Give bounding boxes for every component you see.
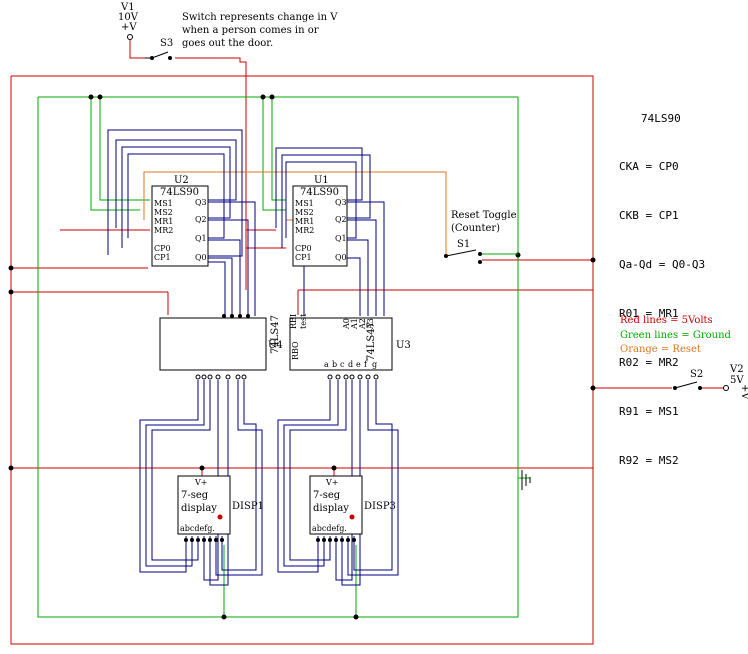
u3-pin-a0: A0 xyxy=(342,318,351,330)
pin-map-title: 74LS90 xyxy=(641,111,681,125)
power-wires xyxy=(10,40,724,645)
u3-pin-d: d xyxy=(348,360,353,369)
pin-map-row: CKB = CP1 xyxy=(619,209,679,223)
switch-note: Switch represents change in V when a per… xyxy=(182,12,338,49)
u2-pin-ms2: MS2 xyxy=(154,208,173,217)
u2-pin-q3: Q3 xyxy=(195,198,207,207)
s3-switch[interactable]: S3 xyxy=(145,38,173,60)
u2-pin-ms1: MS1 xyxy=(154,199,173,208)
u3-pin-rbi: RBI xyxy=(289,314,298,329)
signal-wires xyxy=(107,129,399,586)
s1-reset-switch[interactable]: S1 Reset Toggle (Counter) xyxy=(444,210,518,264)
u3-pin-a1: A1 xyxy=(350,318,359,330)
u3-part: 74LS47 xyxy=(366,322,377,361)
disp1-display: V+ 7-seg display abcdefg. DISP1 xyxy=(177,475,264,535)
disp1-segments: abcdefg. xyxy=(180,524,215,533)
u3-ref: U3 xyxy=(396,340,411,351)
v2-source: V2 5V +V xyxy=(723,364,748,400)
pin-map: 74LS90 CKA = CP0 CKB = CP1 Qa-Qd = Q0-Q3… xyxy=(619,78,705,485)
disp1-ref: DISP1 xyxy=(232,501,264,512)
legend-power: Red lines = 5Volts xyxy=(620,315,713,326)
disp3-label1: 7-seg xyxy=(313,490,341,501)
u2-pin-q2: Q2 xyxy=(195,215,207,224)
disp3-vplus: V+ xyxy=(325,478,338,487)
pin-map-row: R01 = MR1 xyxy=(619,307,679,321)
reset-toggle-label: Reset Toggle xyxy=(451,210,517,221)
u1-pin-q3: Q3 xyxy=(335,198,347,207)
u1-part: 74LS90 xyxy=(300,187,339,198)
v2-sign: +V xyxy=(739,384,748,400)
v1-value: 10V xyxy=(118,12,139,23)
u3-pin-c: c xyxy=(340,360,345,369)
legend-ground: Green lines = Ground xyxy=(620,330,731,341)
pin-map-row: R92 = MS2 xyxy=(619,453,679,467)
s3-label: S3 xyxy=(160,38,173,49)
u1-pin-mr2: MR2 xyxy=(295,226,314,235)
u1-pin-ms1: MS1 xyxy=(295,199,314,208)
disp3-segments: abcdefg. xyxy=(312,524,347,533)
s1-label: S1 xyxy=(457,239,470,250)
u3-pin-a: a xyxy=(324,360,329,369)
u2-pin-q1: Q1 xyxy=(195,234,207,243)
u3-pin-b: b xyxy=(332,360,337,369)
u1-pin-q0: Q0 xyxy=(335,253,347,262)
v1-source: V1 10V +V xyxy=(118,2,139,40)
s2-switch[interactable]: S2 xyxy=(673,369,703,390)
u1-pin-mr1: MR1 xyxy=(295,217,314,226)
u4-ref: U4 xyxy=(268,340,283,351)
pin-map-row: Qa-Qd = Q0-Q3 xyxy=(619,258,706,272)
u1-ref: U1 xyxy=(314,175,329,186)
u1-pin-cp0: CP0 xyxy=(295,244,312,253)
disp3-label2: display xyxy=(313,503,349,514)
u2-ref: U2 xyxy=(174,175,189,186)
v1-name: V1 xyxy=(120,2,135,13)
v2-value: 5V xyxy=(730,375,744,386)
ground-icon xyxy=(521,470,531,490)
disp1-vplus: V+ xyxy=(194,478,207,487)
disp3-ref: DISP3 xyxy=(364,501,396,512)
s2-label: S2 xyxy=(690,369,703,380)
disp1-label1: 7-seg xyxy=(181,490,209,501)
legend-reset: Orange = Reset xyxy=(620,344,701,355)
u2-pin-mr2: MR2 xyxy=(154,226,173,235)
disp3-display: V+ 7-seg display abcdefg. DISP3 xyxy=(309,475,396,535)
u2-part: 74LS90 xyxy=(160,187,199,198)
disp1-dp-dot xyxy=(217,514,223,520)
u2-pin-mr1: MR1 xyxy=(154,217,173,226)
decoder-output-pins xyxy=(195,374,379,380)
u4-part: 74LS47 xyxy=(270,315,281,354)
u2-counter: U2 74LS90 MS1 MS2 MR1 MR2 CP0 CP1 Q3 Q2 … xyxy=(151,175,209,267)
u1-pin-q2: Q2 xyxy=(335,215,347,224)
pin-map-row: R91 = MS1 xyxy=(619,404,679,418)
u1-pin-q1: Q1 xyxy=(335,234,347,243)
u3-pin-rbo: RBO xyxy=(291,341,300,360)
u2-pin-cp0: CP0 xyxy=(154,244,171,253)
v1-sign: +V xyxy=(121,22,137,33)
u3-pin-e: e xyxy=(356,360,361,369)
reset-toggle-sub: (Counter) xyxy=(451,223,500,234)
u2-pin-q0: Q0 xyxy=(195,253,207,262)
u1-pin-cp1: CP1 xyxy=(295,253,312,262)
disp3-dp-dot xyxy=(349,514,355,520)
pin-map-row: CKA = CP0 xyxy=(619,160,679,174)
disp1-label2: display xyxy=(181,503,217,514)
u3-pin-g: g xyxy=(372,360,377,369)
u3-pin-a2: A2 xyxy=(358,318,367,330)
u3-decoder: U3 74LS47 RBI test A0 A1 A2 A3 RBO a b c… xyxy=(289,313,411,371)
u2-pin-cp1: CP1 xyxy=(154,253,171,262)
u3-pin-f: f xyxy=(364,360,368,369)
ground-wires xyxy=(37,96,530,618)
u1-pin-ms2: MS2 xyxy=(295,208,314,217)
v2-name: V2 xyxy=(729,364,744,375)
u4-decoder: U4 74LS47 xyxy=(159,315,283,371)
u3-pin-test: test xyxy=(299,313,308,329)
pin-map-row: R02 = MR2 xyxy=(619,356,679,370)
display-pin-dots xyxy=(184,538,356,542)
u1-counter: U1 74LS90 MS1 MS2 MR1 MR2 CP0 CP1 Q3 Q2 … xyxy=(292,175,348,267)
u3-pin-a3: A3 xyxy=(366,318,375,330)
